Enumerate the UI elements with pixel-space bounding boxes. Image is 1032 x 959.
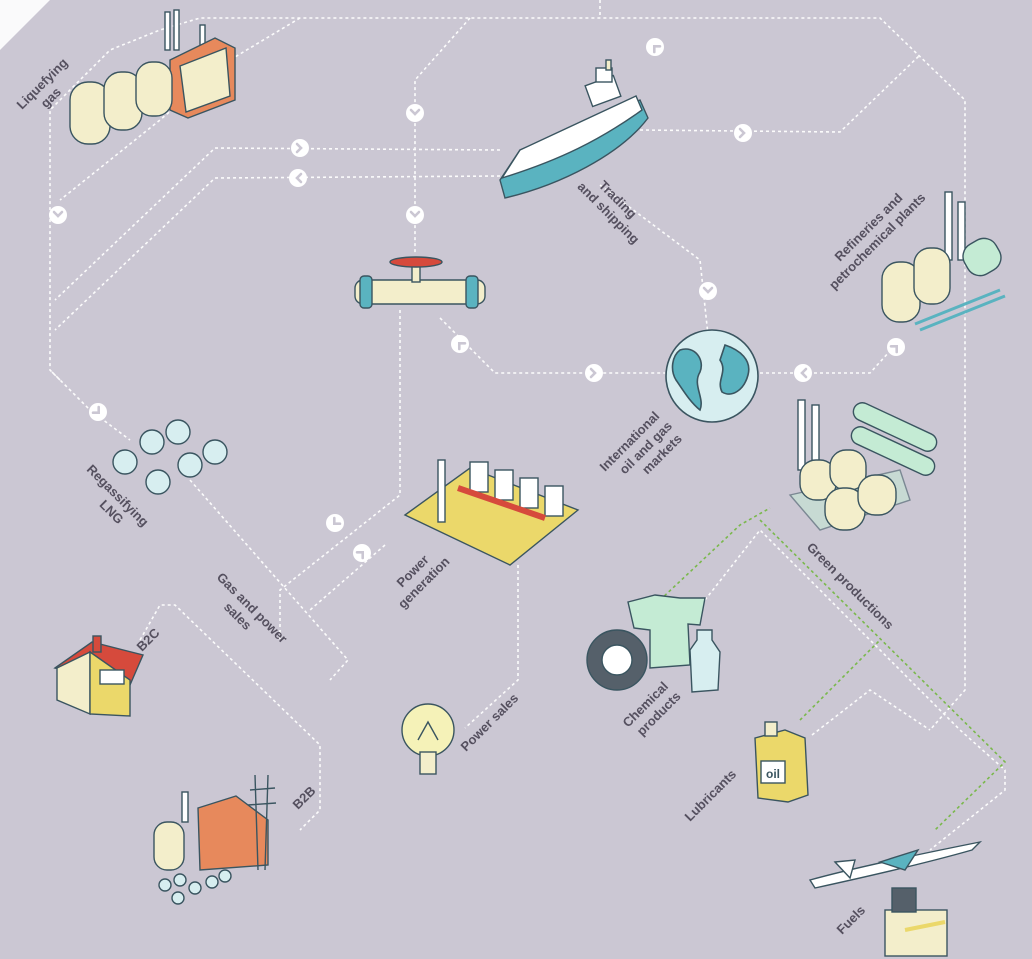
arrow-icon <box>697 280 719 302</box>
pipeline-valve-icon <box>354 256 486 309</box>
chemical-products-icon <box>586 594 721 693</box>
route-ship-west-2 <box>54 175 501 331</box>
arrow-icon <box>404 102 426 124</box>
label-trading-shipping: Trading and shipping <box>575 178 643 247</box>
route-lube <box>811 689 931 736</box>
label-line: Power sales <box>458 690 522 754</box>
route-pipe-to-globe <box>439 317 665 374</box>
power-plant-icon <box>403 459 580 566</box>
label-line: Lubricants <box>682 767 740 825</box>
label-b2c: B2C <box>134 625 163 654</box>
airplane-fuel-pump-icon <box>808 840 983 957</box>
refinery-icon <box>881 191 1006 332</box>
oil-can-label: oil <box>766 767 780 781</box>
house-icon <box>53 635 144 717</box>
label-lubricants: Lubricants <box>682 767 740 825</box>
label-line: Green productions <box>804 540 897 633</box>
tanker-ship-icon <box>499 59 649 199</box>
label-line: Fuels <box>834 902 869 937</box>
label-green-productions: Green productions <box>804 540 897 633</box>
arrow-icon <box>83 397 113 427</box>
regasification-spheres-icon <box>112 419 228 495</box>
label-line: B2B <box>290 783 319 812</box>
green-routes <box>659 507 1007 831</box>
route-power-sales <box>464 565 519 729</box>
arrow-icon <box>47 204 69 226</box>
arrow-icon <box>881 332 911 362</box>
label-fuels: Fuels <box>834 902 869 937</box>
label-line: B2C <box>134 625 163 654</box>
green-route-chem <box>659 507 771 601</box>
green-refinery-icon <box>788 399 938 531</box>
route-power-to-sales <box>309 544 386 611</box>
arrow-icon <box>287 167 309 189</box>
route-globe-to-refinery <box>760 339 901 374</box>
route-lines <box>49 0 1006 851</box>
label-b2b: B2B <box>290 783 319 812</box>
arrow-icon <box>289 137 311 159</box>
route-ship-to-pipe <box>414 17 471 255</box>
light-bulb-icon <box>401 703 455 775</box>
green-route-fuel <box>759 519 1007 831</box>
route-chem <box>704 528 1006 851</box>
arrow-icon <box>445 329 475 359</box>
arrow-icon <box>792 362 814 384</box>
label-power-generation: Power generation <box>394 552 453 611</box>
route-ship-west-1 <box>54 147 501 301</box>
industry-icon <box>153 774 277 905</box>
route-pipe-down <box>279 310 401 640</box>
label-gas-power-sales: Gas and power sales <box>214 570 291 647</box>
route-regas <box>51 371 131 441</box>
arrow-icon <box>320 508 350 538</box>
lng-tanks-plant-icon <box>69 9 236 145</box>
route-regas-to-sales <box>189 479 350 681</box>
arrow-icon <box>640 32 670 62</box>
arrow-icon <box>404 204 426 226</box>
arrow-icon <box>583 362 605 384</box>
label-international-markets: International oil and gas markets <box>597 408 685 477</box>
arrow-icon <box>732 122 754 144</box>
route-top-loop <box>49 17 966 731</box>
green-route-lube <box>799 639 881 721</box>
arrow-icon <box>347 538 377 568</box>
route-ship-east <box>639 54 921 133</box>
globe-icon <box>665 329 759 423</box>
route-ship-to-globe <box>599 184 709 336</box>
route-b2c <box>139 604 321 831</box>
corner-flap <box>0 0 50 50</box>
label-power-sales: Power sales <box>458 690 522 754</box>
label-regassifying-lng: Regassifying LNG <box>84 462 152 530</box>
oil-can-icon: oil <box>754 721 809 803</box>
